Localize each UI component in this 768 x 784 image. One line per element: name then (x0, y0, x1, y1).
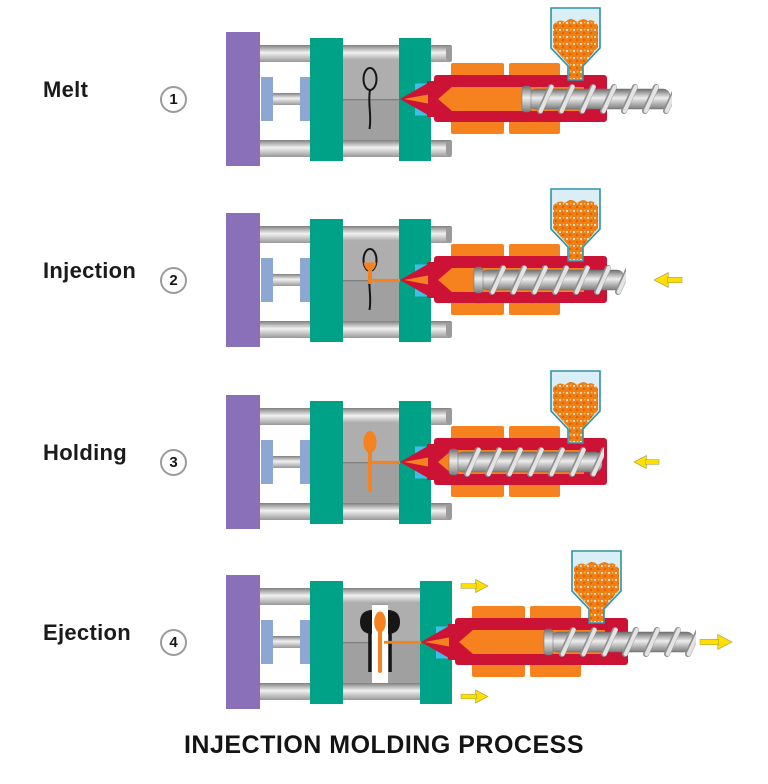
stage-row-melt: Melt 1 (0, 7, 768, 172)
molding-machine-diagram (226, 188, 683, 347)
stage-label: Holding (43, 440, 127, 465)
stage-row-ejection: Ejection 4 (0, 550, 768, 715)
stage-label: Melt (43, 77, 89, 102)
stage-number-badge: 1 (160, 86, 187, 113)
stage-number-badge: 2 (160, 267, 187, 294)
molding-machine-diagram (226, 7, 672, 166)
stage-label: Ejection (43, 620, 131, 645)
molding-machine-diagram (226, 370, 660, 529)
molding-machine-diagram (226, 550, 733, 709)
stage-row-holding: Holding 3 (0, 370, 768, 535)
stage-number-badge: 4 (160, 629, 187, 656)
stage-number-badge: 3 (160, 449, 187, 476)
stage-row-injection: Injection 2 (0, 188, 768, 353)
stage-label: Injection (43, 258, 137, 283)
diagram-title: INJECTION MOLDING PROCESS (183, 731, 585, 759)
